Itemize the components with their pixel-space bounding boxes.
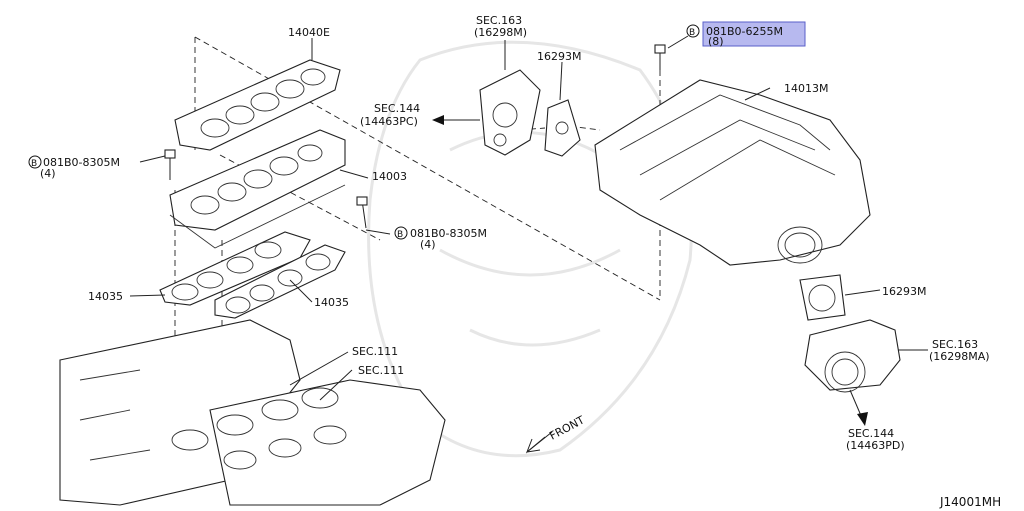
label-16298m: (16298M) — [474, 26, 527, 39]
callout-sec144-left[interactable]: SEC.144 (14463PC) — [360, 102, 420, 128]
watermark-emblem — [367, 40, 693, 458]
bolt-b-circle-icon — [28, 155, 42, 169]
label-14463pc: (14463PC) — [360, 115, 418, 128]
label-16298ma: (16298MA) — [929, 350, 990, 363]
bolt-part-number: 081B0-6255M — [706, 25, 783, 38]
callout-bolt-mid[interactable]: B 081B0-8305M (4) — [394, 226, 487, 251]
label-sec111-a: SEC.111 — [352, 345, 398, 358]
label-sec111-b: SEC.111 — [358, 364, 404, 377]
gasket-16293m-top[interactable] — [544, 99, 581, 157]
bolt-icon-top-left — [164, 149, 176, 180]
throttle-body-16298ma[interactable] — [804, 319, 901, 393]
callout-sec111-b[interactable]: SEC.111 — [358, 364, 404, 377]
callout-16293m-right[interactable]: 16293M — [882, 285, 926, 298]
callout-14035-left[interactable]: 14035 — [88, 290, 123, 303]
bolt-part-number: 081B0-8305M — [43, 156, 120, 169]
bolt-icon-mid — [356, 196, 368, 229]
collector-14013m[interactable] — [594, 79, 871, 266]
bolt-quantity: (4) — [420, 238, 436, 251]
callout-sec163-right[interactable]: SEC.163 (16298MA) — [929, 338, 990, 363]
bolt-prefix: B — [31, 159, 37, 169]
manifold-14003[interactable] — [169, 129, 346, 249]
bolt-prefix: B — [689, 28, 695, 38]
label-14035-left: 14035 — [88, 290, 123, 303]
callout-14035-right[interactable]: 14035 — [314, 296, 349, 309]
bolt-b-circle-icon — [394, 226, 408, 240]
label-16293m-right: 16293M — [882, 285, 926, 298]
bolt-prefix: B — [397, 230, 403, 240]
bolt-quantity: (8) — [708, 35, 724, 48]
callout-sec111-a[interactable]: SEC.111 — [352, 345, 398, 358]
gasket-14035-right[interactable] — [214, 244, 346, 319]
label-14463pd: (14463PD) — [846, 439, 905, 452]
label-14003: 14003 — [372, 170, 407, 183]
label-sec144-bottom: SEC.144 — [848, 427, 894, 440]
label-16293m-top: 16293M — [537, 50, 581, 63]
label-sec163-right: SEC.163 — [932, 338, 978, 351]
callout-bolt-top-right[interactable]: B 081B0-6255M (8) — [686, 21, 806, 48]
label-14040e: 14040E — [288, 26, 330, 39]
callout-sec163-top[interactable]: SEC.163 (16298M) — [474, 14, 527, 39]
callout-14040e[interactable]: 14040E — [288, 26, 330, 39]
gasket-16293m-right[interactable] — [799, 274, 846, 321]
front-arrow-icon — [525, 431, 553, 454]
engine-block — [59, 319, 446, 506]
callout-14003[interactable]: 14003 — [372, 170, 407, 183]
arrow-to-sec144-bottom — [849, 389, 868, 426]
label-14013m: 14013M — [784, 82, 828, 95]
label-14035-right: 14035 — [314, 296, 349, 309]
callout-bolt-top-left[interactable]: B 081B0-8305M (4) — [28, 155, 120, 180]
callout-16293m-top[interactable]: 16293M — [537, 50, 581, 63]
front-label: FRONT — [547, 413, 587, 442]
callout-14013m[interactable]: 14013M — [784, 82, 828, 95]
leader-lines — [129, 35, 928, 401]
bolt-icon-top-right — [654, 44, 666, 70]
gasket-14040e[interactable] — [174, 59, 341, 151]
label-sec144-left: SEC.144 — [374, 102, 420, 115]
bolt-part-number: 081B0-8305M — [410, 227, 487, 240]
bolt-quantity: (4) — [40, 167, 56, 180]
highlight-box — [702, 21, 806, 47]
label-sec163-top: SEC.163 — [476, 14, 522, 27]
diagram-code: J14001MH — [939, 495, 1001, 509]
bolt-b-circle-icon — [686, 24, 700, 38]
bracket-16298m[interactable] — [479, 69, 541, 156]
arrow-to-sec144-left — [432, 115, 480, 125]
callout-sec144-bottom[interactable]: SEC.144 (14463PD) — [846, 427, 905, 452]
